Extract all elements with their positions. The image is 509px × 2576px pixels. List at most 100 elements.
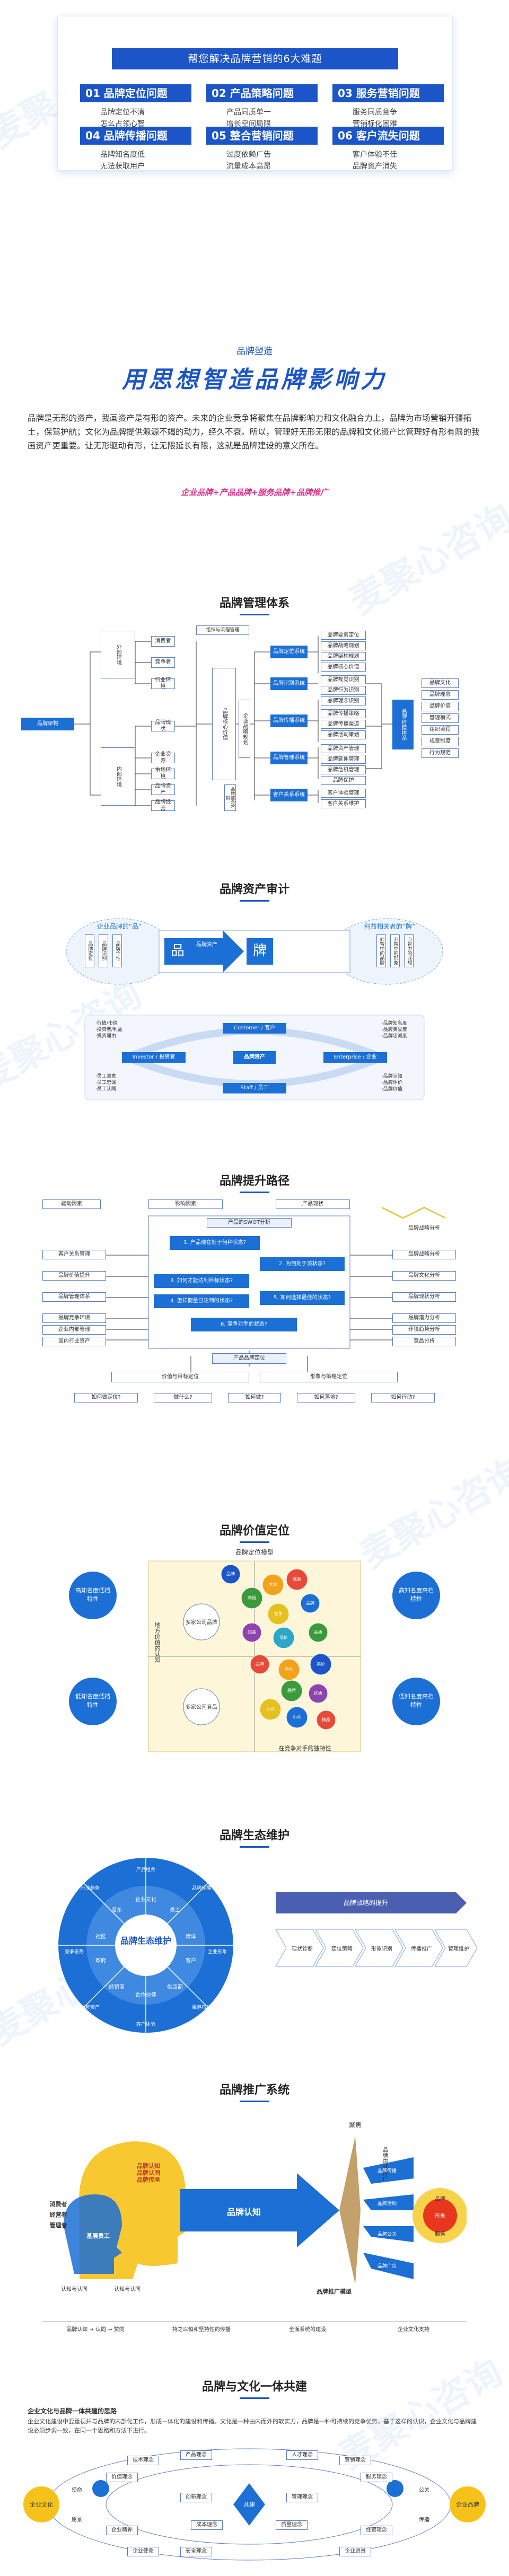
audit-note: ·品牌认知 xyxy=(382,1074,402,1079)
audit-notes: ·品牌知名度 ·品牌美誉度 ·品牌忠诚度 xyxy=(382,1020,407,1039)
path-side-label: 品牌战略分析 xyxy=(408,1225,440,1231)
value-bubble: 精品 xyxy=(322,1717,330,1722)
value-circle-label: 多家公司竞品 xyxy=(186,1705,217,1710)
audit-note: ·品牌美誉度 xyxy=(382,1027,407,1033)
audit-flow-right: Enterprise / 企业 xyxy=(323,1052,387,1063)
path-left-item: 品牌价值提升 xyxy=(42,1271,106,1281)
culture-node: 服务理念 xyxy=(361,2473,392,2482)
eco-title: 品牌生态维护 xyxy=(0,1826,509,1848)
promo-right-item: 品牌公关 xyxy=(377,2232,397,2237)
promo-word: 管理者 xyxy=(49,2222,67,2229)
audit-note: ·投资理由 xyxy=(95,1034,116,1039)
eco-arrow-head: 品牌战略的提升 xyxy=(343,1899,388,1907)
promo-bottom: 持之以恒和坚持性的传播 xyxy=(172,2327,231,2333)
promo-right-item: 品牌活动 xyxy=(377,2201,397,2207)
audit-right-word: 心智中的品牌 xyxy=(376,934,386,967)
eco-ring-item: 媒体 xyxy=(186,1934,196,1940)
path-right-item: 竞品分析 xyxy=(392,1337,456,1346)
audit-left-word: 品牌识别 xyxy=(99,934,108,967)
mgmt-right-item: 品牌传播策略 xyxy=(321,709,366,718)
mgmt-mid-vertical: 企业战略规划 xyxy=(239,700,250,758)
audit-notes: ·行情/市值 ·投资者/利益 ·投资理由 xyxy=(95,1020,122,1039)
mgmt-diagram: 品牌架构 外部环境 内部环境 消费者 竞争者 行业环境 品牌现状 企业资源 市场… xyxy=(21,620,488,816)
path-top-mid: 影响因素 xyxy=(148,1199,223,1209)
promo-head-word: 品牌认同 xyxy=(137,2169,160,2176)
path-right-item: 环境趋势分析 xyxy=(392,1325,456,1335)
path-left-item: 客户关系管理 xyxy=(42,1250,106,1259)
mgmt-value-item: 品牌文化 xyxy=(422,678,459,688)
path-left-item: 品牌管理体系 xyxy=(42,1292,106,1302)
mgmt-mid-block: 客户关系系统 xyxy=(270,789,308,801)
path-diagram: 驱动因素 影响因素 产品现状 产品的SWOT分析 1. 产品现在处于何种状态? … xyxy=(32,1197,477,1446)
promo-word: 基层员工 xyxy=(86,2233,110,2239)
eco-step: 定位策略 xyxy=(331,1946,353,1952)
audit-note: ·品牌评价 xyxy=(382,1080,402,1086)
promo-head-words: 品牌认知 品牌认同 品牌传承 xyxy=(122,2163,175,2183)
culture-node: 企业精神 xyxy=(106,2526,138,2535)
watermark: 麦聚心咨询 xyxy=(353,1450,509,1577)
value-bubble: 品牌 xyxy=(287,1688,296,1693)
mgmt-right-item: 品牌保护 xyxy=(321,776,366,785)
problem-line: 品牌定位不清 xyxy=(100,108,145,117)
path-final: 如何落地? xyxy=(297,1393,355,1402)
value-left-top: 高知名度低档特性 xyxy=(75,1587,110,1602)
eco-ring-item: 经销商 xyxy=(109,1984,125,1990)
culture-left: 企业文化 xyxy=(30,2501,53,2508)
value-bubble: 奢侈 xyxy=(274,1611,283,1616)
eco-step: 形象识别 xyxy=(371,1946,392,1952)
problem-item: 05 整合营销问题 过度依赖广告 流量成本高昂 xyxy=(206,127,328,174)
promo-sun: 品牌 xyxy=(435,2196,445,2202)
path-final: 如何行动? xyxy=(371,1393,435,1402)
path-bottom-mid: 产品品牌定位 xyxy=(212,1353,286,1364)
problem-line: 营销标化困难 xyxy=(353,120,397,128)
culture-right-mini: 传播 xyxy=(419,2517,429,2523)
eco-shapes xyxy=(58,1858,477,2033)
value-bubble: 高档 xyxy=(248,1595,256,1600)
path-right-item: 品牌文化分析 xyxy=(392,1271,456,1281)
mgmt-right-item: 品牌视觉识别 xyxy=(321,675,366,684)
eco-outer-item: 渠道布局 xyxy=(191,2005,211,2010)
path-final: 做什么? xyxy=(154,1393,212,1402)
mgmt-left-item: 品牌资产 xyxy=(151,783,175,796)
eco-outer-item: 竞争态势 xyxy=(64,1949,84,1955)
mgmt-connectors xyxy=(74,636,392,806)
audit-title: 品牌资产审计 xyxy=(0,880,509,902)
promo-word: 经营者 xyxy=(49,2211,67,2218)
audit-right-word: 心智中的形象 xyxy=(390,934,400,967)
culture-node: 管理理念 xyxy=(286,2493,318,2502)
problem-item: 04 品牌传播问题 品牌知名度低 无法获取用户 xyxy=(80,127,202,174)
problems-card: 帮您解决品牌营销的6大难题 01 品牌定位问题 品牌定位不清 怎么占领心智 02… xyxy=(57,16,453,171)
mgmt-left-item: 市场环境 xyxy=(151,767,175,780)
promo-right-item: 品牌传播 xyxy=(377,2168,397,2174)
eco-ring-item: 股东 xyxy=(111,1908,122,1913)
culture-node: 产品理念 xyxy=(180,2450,212,2460)
problem-item: 02 产品策略问题 产品同质单一 增长空间局限 xyxy=(206,84,328,132)
problem-title: 04 品牌传播问题 xyxy=(80,127,191,145)
eco-center: 品牌生态维护 xyxy=(120,1936,171,1946)
mgmt-value-item: 品牌价值 xyxy=(422,702,459,711)
eco-step: 传播推广 xyxy=(411,1946,432,1952)
mgmt-value-head: 品牌价值体系 xyxy=(392,700,414,749)
eco-ring-item: 员工 xyxy=(170,1908,180,1913)
promo-diagram: 品牌认知 品牌认同 品牌传承 消费者 经营者 管理者 基层员工 品牌认知 聚焦 … xyxy=(42,2104,467,2337)
promo-arrow: 品牌认知 xyxy=(226,2207,261,2217)
mgmt-right-item: 品牌传播渠道 xyxy=(321,720,366,729)
culture-center: 共建 xyxy=(243,2501,255,2508)
problem-title: 06 客户流失问题 xyxy=(332,127,444,145)
path-right-item: 品牌战略分析 xyxy=(392,1250,456,1259)
value-shapes xyxy=(69,1560,440,1752)
value-bubble: 品牌 xyxy=(306,1601,314,1605)
audit-note: ·员工认同 xyxy=(95,1087,116,1092)
mgmt-value-item: 品牌理念 xyxy=(422,690,459,700)
path-final: 如何做定位? xyxy=(74,1393,138,1402)
culture-diagram: 企业文化 企业品牌 共建 技术理念 产品理念 价值理念 人才理念 营销理念 服务… xyxy=(21,2441,488,2571)
eco-ring-item: 企业文化 xyxy=(135,1897,156,1903)
path-question: 4. 怎样衡量已达到的状态? xyxy=(154,1294,249,1308)
value-left-bottom: 低知名度低档特性 xyxy=(75,1693,110,1708)
path-question: 6. 竞争对手的状态? xyxy=(191,1318,297,1331)
eco-outer-item: 企业形象 xyxy=(207,1949,227,1955)
mgmt-right-item: 品牌架构规划 xyxy=(321,652,366,661)
problems-heading: 帮您解决品牌营销的6大难题 xyxy=(112,48,398,69)
culture-node: 营销理念 xyxy=(339,2456,371,2465)
value-circle-label: 多家公司品牌 xyxy=(186,1620,217,1626)
